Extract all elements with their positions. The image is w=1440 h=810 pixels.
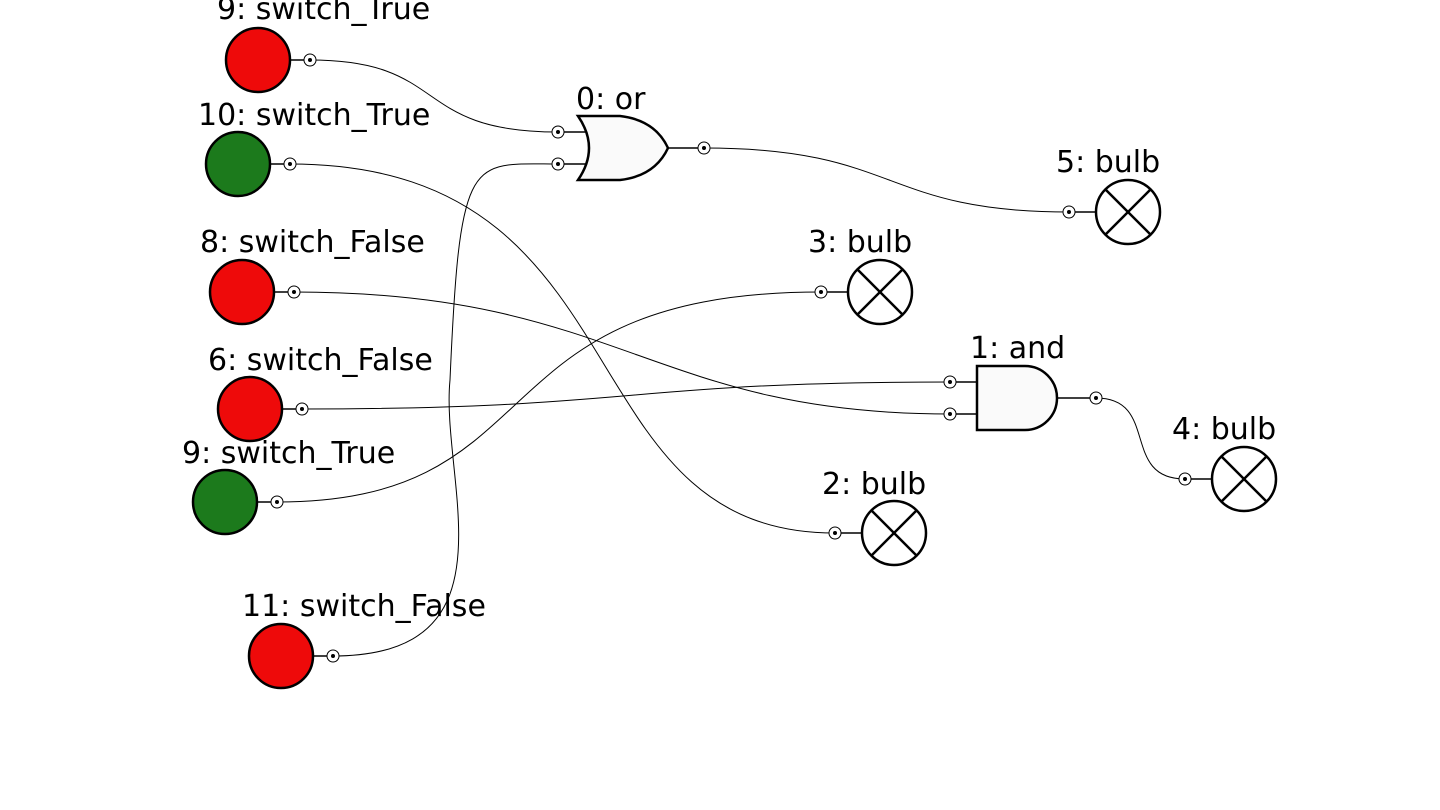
and-gate-1-input-pin-1: [943, 375, 957, 389]
switch-6[interactable]: 6: switch_False: [208, 343, 433, 443]
switch-8-lamp[interactable]: [208, 258, 276, 326]
bulb-5[interactable]: 5: bulb: [1056, 145, 1162, 246]
or-gate-0-body[interactable]: [575, 114, 670, 182]
bulb-3-input-pin: [814, 285, 828, 299]
switch-6-label: 6: switch_False: [208, 343, 433, 378]
bulb-2-input-pin: [828, 526, 842, 540]
bulb-3[interactable]: 3: bulb: [808, 225, 914, 326]
switch-11-lamp[interactable]: [247, 622, 315, 690]
switch-7[interactable]: 9: switch_True: [217, 0, 430, 94]
bulb-4-input-pin: [1178, 472, 1192, 486]
bulb-3-label: 3: bulb: [808, 225, 912, 260]
wire-0-to-5: [703, 147, 1070, 213]
or-gate-0-input-pin-1: [551, 125, 565, 139]
wire-1-to-4: [1095, 397, 1186, 480]
wire-11-to-0: [332, 163, 559, 657]
switch-9-label: 9: switch_True: [182, 436, 395, 471]
wire-10-to-2: [289, 163, 836, 534]
switch-10-label: 10: switch_True: [198, 98, 430, 133]
switch-11-label: 11: switch_False: [242, 589, 486, 624]
wire-6-to-1: [301, 381, 951, 410]
bulb-4[interactable]: 4: bulb: [1172, 412, 1278, 513]
switch-10-lamp[interactable]: [204, 130, 272, 198]
switch-6-output-pin: [295, 402, 309, 416]
switch-10-output-pin: [283, 157, 297, 171]
bulb-2-label: 2: bulb: [822, 467, 926, 502]
switch-6-lamp[interactable]: [216, 375, 284, 443]
switch-8-output-pin: [287, 285, 301, 299]
switch-9-lamp[interactable]: [191, 468, 259, 536]
switch-8-label: 8: switch_False: [200, 225, 425, 260]
bulb-5-input-pin: [1062, 205, 1076, 219]
and-gate-1-body[interactable]: [975, 364, 1059, 432]
and-gate-1-output-pin: [1089, 391, 1103, 405]
wire-9-to-3: [276, 291, 822, 503]
switch-7-output-pin: [303, 53, 317, 67]
switch-9-output-pin: [270, 495, 284, 509]
or-gate-0-input-pin-2: [551, 157, 565, 171]
or-gate-0[interactable]: 0: or: [551, 82, 711, 182]
bulb-4-label: 4: bulb: [1172, 412, 1276, 447]
switch-7-lamp[interactable]: [224, 26, 292, 94]
wire-8-to-1: [293, 291, 951, 415]
switch-9[interactable]: 9: switch_True: [182, 436, 395, 536]
bulb-2[interactable]: 2: bulb: [822, 467, 928, 567]
and-gate-1[interactable]: 1: and: [943, 331, 1103, 432]
switch-10[interactable]: 10: switch_True: [198, 98, 430, 198]
or-gate-0-output-pin: [697, 141, 711, 155]
bulb-5-label: 5: bulb: [1056, 145, 1160, 180]
switch-7-label: 9: switch_True: [217, 0, 430, 27]
and-gate-1-input-pin-2: [943, 407, 957, 421]
wires: [276, 59, 1186, 657]
and-gate-1-label: 1: and: [970, 331, 1065, 366]
switch-8[interactable]: 8: switch_False: [200, 225, 425, 326]
or-gate-0-label: 0: or: [576, 82, 646, 117]
switch-11-output-pin: [326, 649, 340, 663]
switch-11[interactable]: 11: switch_False: [242, 589, 486, 690]
wire-7-to-0: [309, 59, 559, 133]
